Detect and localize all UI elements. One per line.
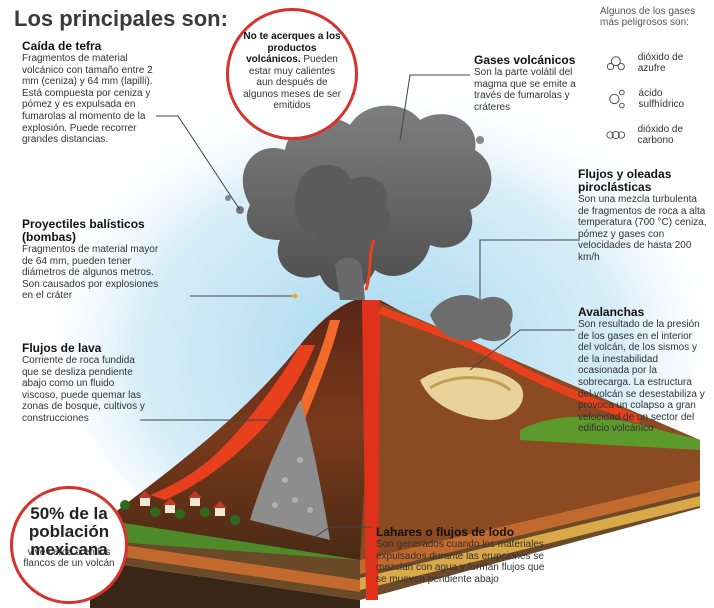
debris-pile [250,400,330,540]
population-circle: 50% de la población mexicana vive cerca … [10,486,128,604]
section-flujos: Flujos y oleadas piroclásticas Son una m… [578,168,708,264]
gas-item-hydrogen-sulfide: ácido sulfhídrico [606,88,706,110]
gases-panel: Algunos de los gases más peligrosos son: [600,6,708,28]
section-lahares: Lahares o flujos de lodo Son generados c… [376,526,556,585]
magma-conduit [362,300,380,600]
gases-text: Son la parte volátil del magma que se em… [474,67,576,113]
warning-text: No te acerques a los productos volcánico… [241,31,343,112]
gas-label-carbon-dioxide: dióxido de carbono [637,124,684,146]
avalanchas-title: Avalanchas [578,305,645,319]
tefra-text: Fragmentos de material volcánico con tam… [22,53,153,146]
section-avalanchas: Avalanchas Son resultado de la presión d… [578,306,708,435]
section-gases: Gases volcánicos Son la parte volátil de… [474,54,594,113]
proyectiles-text: Fragmentos de material mayor de 64 mm, p… [22,244,159,302]
gas-label-hydrogen-sulfide: ácido sulfhídrico [638,88,685,110]
lahares-text: Son generados cuando los materiales expu… [376,539,545,585]
section-proyectiles: Proyectiles balísticos (bombas) Fragment… [22,218,167,302]
gas-item-carbon-dioxide: dióxido de carbono [606,124,706,146]
warning-circle: No te acerques a los productos volcánico… [226,8,358,140]
strata-yellow [360,496,700,590]
population-big: 50% de la población mexicana [28,504,110,559]
houses [138,491,227,516]
sulfur-dioxide-molecule-icon [606,56,625,71]
hydrogen-sulfide-molecule-icon [609,89,625,109]
leader-lines [140,74,580,541]
flujos-text: Son una mezcla turbulenta de fragmentos … [578,194,707,263]
avalanchas-text: Son resultado de la presión de los gases… [578,319,705,435]
tefra-title: Caída de tefra [22,39,102,53]
population-small: vive cerca o en los flancos de un volcán [23,547,115,569]
proyectiles-title: Proyectiles balísticos (bombas) [22,217,145,244]
lava-flow-left [150,345,315,500]
strata-left [90,540,360,592]
gas-item-sulfur-dioxide: dióxido de azufre [606,52,706,74]
lava-text: Corriente de roca fundida que se desliza… [22,355,145,424]
gases-title: Gases volcánicos [474,53,576,67]
strata-orange [360,480,700,574]
trees [120,500,240,525]
pyroclastic-cloud [430,295,513,342]
lahares-title: Lahares o flujos de lodo [376,525,515,539]
ash-plume [225,105,492,300]
section-lava: Flujos de lava Corriente de roca fundida… [22,342,152,425]
grass-right [520,416,700,450]
lava-title: Flujos de lava [22,341,102,355]
gases-panel-header: Algunos de los gases más peligrosos son: [600,6,696,28]
page-title: Los principales son: [14,6,228,31]
warning-bold: No te acerques a los productos volcánico… [243,31,341,65]
flujos-title: Flujos y oleadas piroclásticas [578,167,672,194]
gas-label-sulfur-dioxide: dióxido de azufre [637,52,684,74]
carbon-dioxide-molecule-icon [606,130,626,140]
warning-rest: Pueden estar muy calientes aun después d… [243,54,341,111]
section-tefra: Caída de tefra Fragmentos de material vo… [22,40,172,146]
block-front [90,560,360,608]
